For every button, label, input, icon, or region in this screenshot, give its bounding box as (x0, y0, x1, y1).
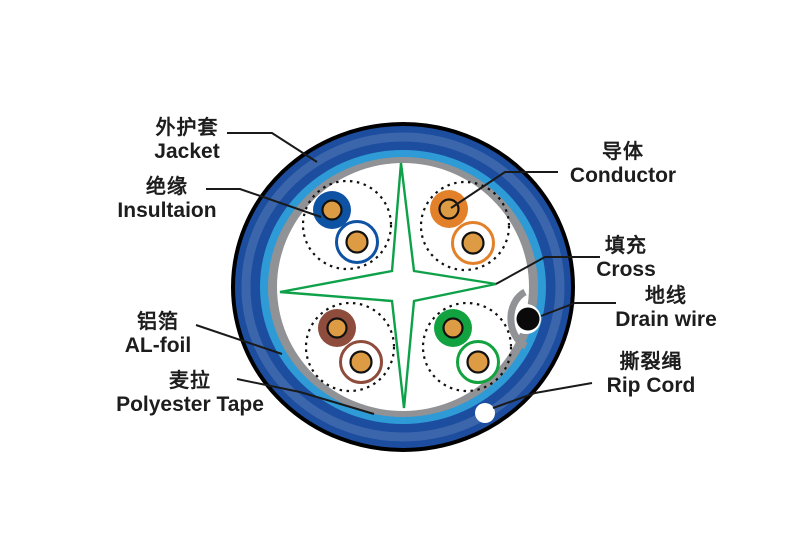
wire-solid-orange-conductor (438, 198, 460, 220)
wire-ring-orange-conductor (461, 231, 485, 255)
leader-drain-wire (540, 302, 616, 317)
pair-circle-orange (419, 180, 511, 272)
label-rip-cord-en: Rip Cord (606, 374, 696, 397)
wire-pair-brown (304, 301, 396, 393)
label-insulation: 绝缘 Insultaion (92, 175, 242, 223)
label-insulation-zh: 绝缘 (146, 176, 188, 198)
label-conductor: 导体 Conductor (548, 140, 698, 188)
label-al-foil: 铝箔 AL-foil (98, 310, 218, 358)
label-cross: 填充 Cross (566, 234, 686, 282)
label-drain-wire-en: Drain wire (615, 308, 717, 331)
leader-rip-cord (492, 382, 593, 409)
leader-cross (495, 256, 600, 285)
label-conductor-zh: 导体 (602, 141, 644, 163)
label-al-foil-zh: 铝箔 (137, 311, 179, 333)
pair-circle-blue (301, 179, 393, 271)
wire-solid-blue-conductor (321, 199, 343, 221)
leader-insulation (206, 188, 322, 218)
label-drain-wire: 地线 Drain wire (591, 284, 741, 332)
label-polyester-tape: 麦拉 Polyester Tape (90, 369, 290, 417)
leader-al-foil (195, 324, 283, 355)
label-conductor-en: Conductor (569, 164, 677, 187)
wire-pair-green (421, 301, 513, 393)
leader-lines (195, 132, 616, 415)
wire-pair-orange (419, 180, 511, 272)
label-cross-zh: 填充 (605, 235, 647, 257)
label-polyester-tape-zh: 麦拉 (169, 370, 211, 392)
label-al-foil-en: AL-foil (124, 334, 192, 357)
label-rip-cord-zh: 撕裂绳 (619, 351, 683, 373)
leader-conductor (450, 171, 558, 209)
wire-pair-blue (301, 179, 393, 271)
tape-bulge-curve (507, 288, 528, 350)
jacket-gloss-highlight (241, 132, 565, 442)
wire-ring-green-conductor (466, 350, 490, 374)
label-insulation-en: Insultaion (117, 199, 217, 222)
label-jacket-en: Jacket (154, 140, 220, 163)
leader-jacket (227, 132, 318, 163)
label-jacket-zh: 外护套 (155, 117, 219, 139)
wire-solid-green-conductor (442, 317, 464, 339)
label-cross-en: Cross (596, 258, 656, 281)
label-drain-wire-zh: 地线 (645, 285, 687, 307)
cross-filler (279, 162, 497, 409)
label-rip-cord: 撕裂绳 Rip Cord (576, 350, 726, 398)
rip-cord-dot (475, 403, 495, 423)
wire-solid-brown-conductor (326, 317, 348, 339)
pair-circle-green (421, 301, 513, 393)
label-jacket: 外护套 Jacket (127, 116, 247, 164)
label-polyester-tape-en: Polyester Tape (116, 393, 264, 416)
pair-circle-brown (304, 301, 396, 393)
wire-ring-brown-conductor (349, 350, 373, 374)
wire-ring-blue-conductor (345, 230, 369, 254)
drain-wire-dot (516, 307, 540, 331)
leader-polyester-tape (236, 378, 375, 415)
